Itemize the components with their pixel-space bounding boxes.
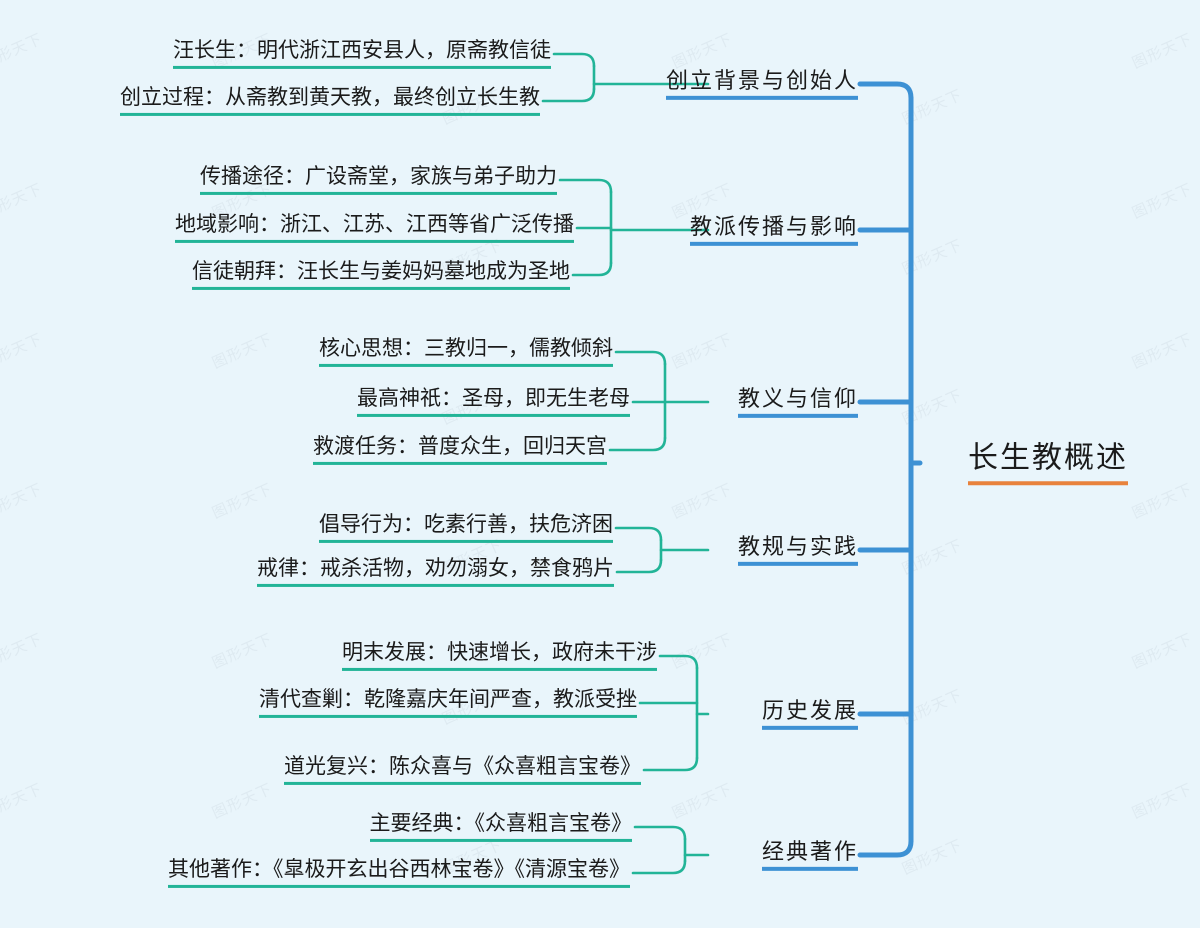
leaf-node-3-3[interactable]: 救渡任务：普度众生，回归天宫 (313, 435, 607, 466)
leaf-node-5-2[interactable]: 清代查剿：乾隆嘉庆年间严查，教派受挫 (259, 688, 637, 719)
leaf-node-2-1[interactable]: 传播途径：广设斋堂，家族与弟子助力 (200, 165, 557, 196)
branch-node-6[interactable]: 经典著作 (761, 839, 858, 872)
root-node[interactable]: 长生教概述 (968, 441, 1128, 485)
leaf-node-3-2[interactable]: 最高神祇：圣母，即无生老母 (357, 387, 630, 418)
branch-node-4[interactable]: 教规与实践 (737, 534, 858, 567)
leaf-node-3-1[interactable]: 核心思想：三教归一，儒教倾斜 (319, 337, 613, 368)
leaf-node-5-1[interactable]: 明末发展：快速增长，政府未干涉 (342, 641, 657, 672)
branch-node-5[interactable]: 历史发展 (761, 698, 858, 731)
leaf-node-2-3[interactable]: 信徒朝拜：汪长生与姜妈妈墓地成为圣地 (192, 260, 570, 291)
leaf-node-1-2[interactable]: 创立过程：从斋教到黄天教，最终创立长生教 (120, 86, 540, 117)
leaf-node-1-1[interactable]: 汪长生：明代浙江西安县人，原斋教信徒 (173, 39, 551, 70)
branch-node-2[interactable]: 教派传播与影响 (689, 214, 858, 247)
leaf-node-4-1[interactable]: 倡导行为：吃素行善，扶危济困 (319, 513, 613, 544)
leaf-node-5-3[interactable]: 道光复兴：陈众喜与《众喜粗言宝卷》 (284, 755, 641, 786)
branch-node-1[interactable]: 创立背景与创始人 (665, 68, 858, 101)
branch-node-3[interactable]: 教义与信仰 (737, 386, 858, 419)
leaf-node-2-2[interactable]: 地域影响：浙江、江苏、江西等省广泛传播 (175, 213, 574, 244)
leaf-node-4-2[interactable]: 戒律：戒杀活物，劝勿溺女，禁食鸦片 (257, 557, 614, 588)
leaf-node-6-2[interactable]: 其他著作：《皐极开玄出谷西林宝卷》《清源宝卷》 (168, 858, 630, 889)
leaf-node-6-1[interactable]: 主要经典：《众喜粗言宝卷》 (369, 812, 632, 843)
